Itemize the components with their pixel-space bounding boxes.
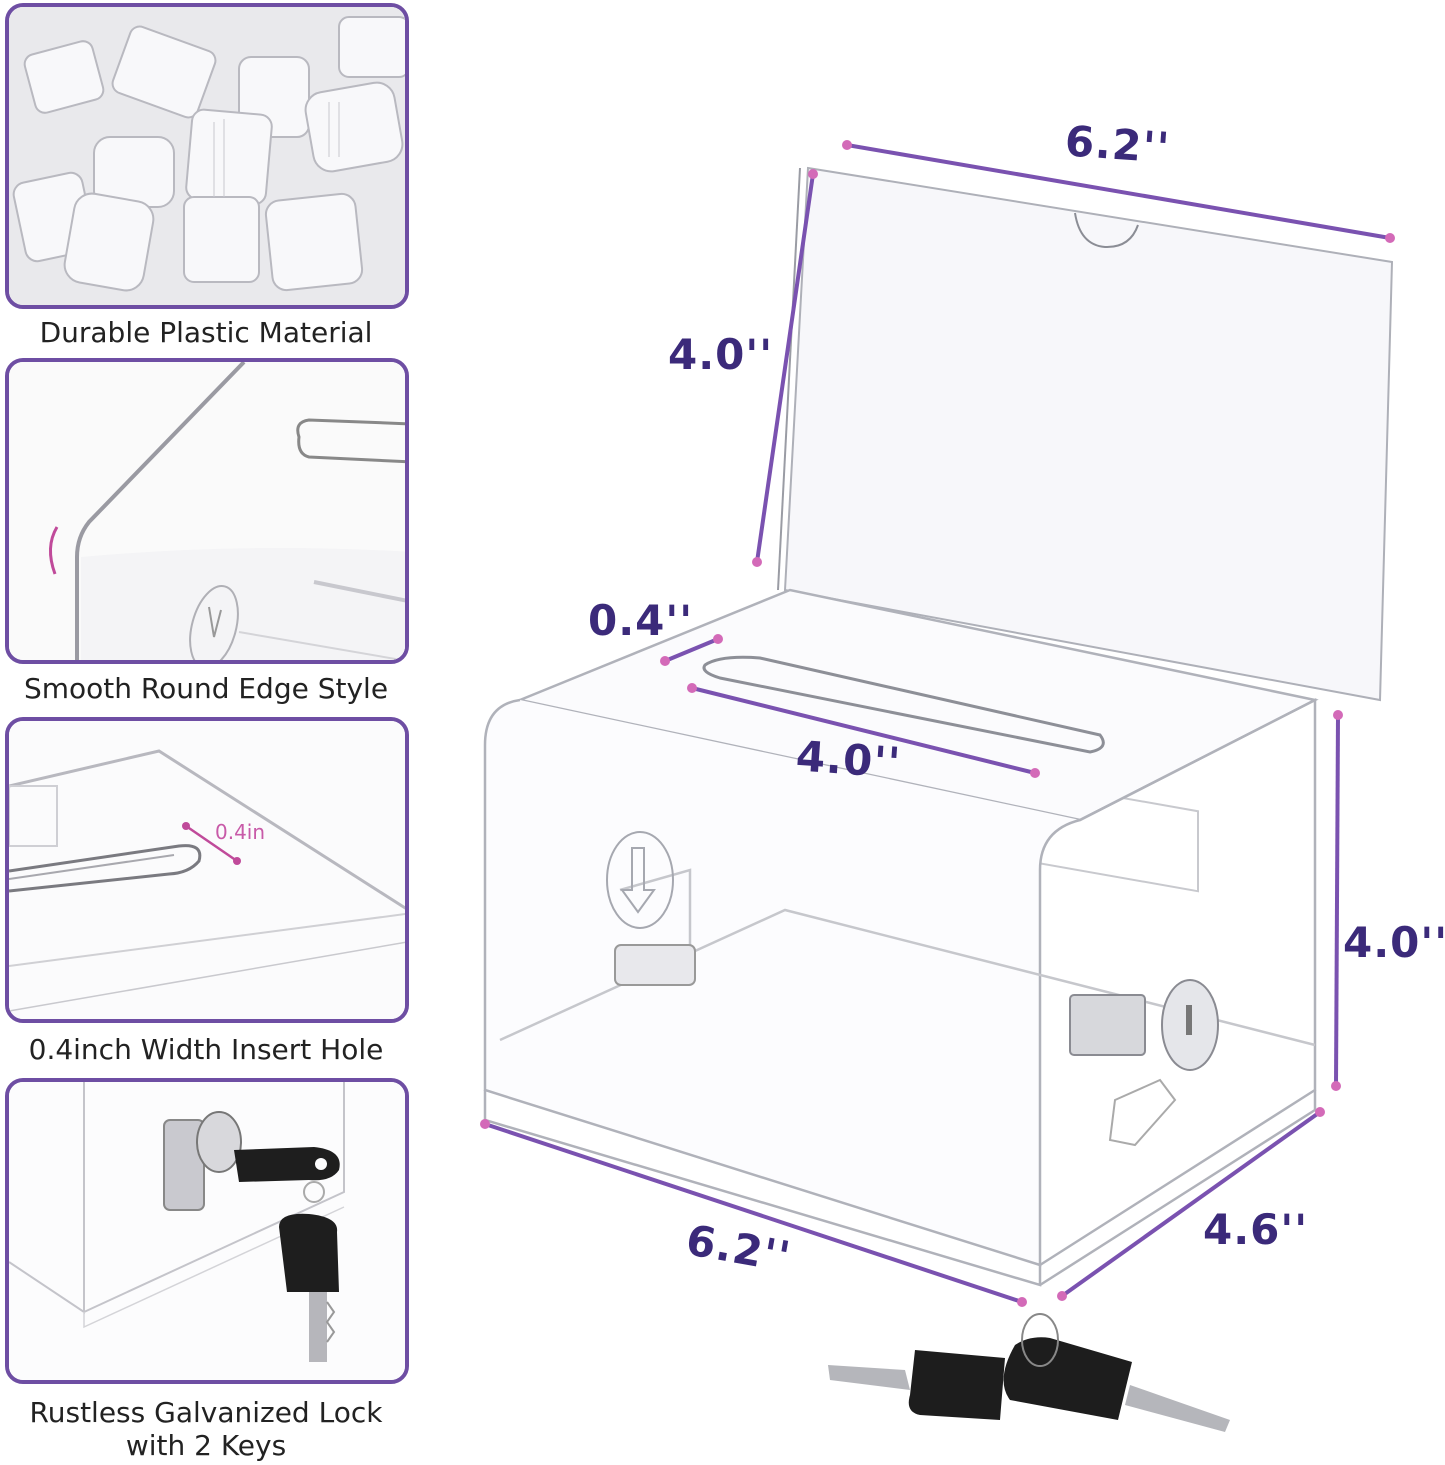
- insert-hole-annotation: 0.4in: [215, 820, 265, 844]
- feature-panel-lock: [5, 1078, 409, 1384]
- cam-lock-icon: [1069, 979, 1219, 1147]
- slot-length-label: 4.0'': [794, 731, 903, 788]
- lock-cylinder-icon: [163, 1111, 242, 1211]
- lid-width-label: 6.2'': [1063, 116, 1172, 173]
- feature-caption-lock-line1: Rustless Galvanized Lock: [29, 1396, 383, 1429]
- feature-panel-round-edge: [5, 358, 409, 664]
- feature-caption-plastic: Durable Plastic Material: [39, 316, 373, 349]
- latch-icon: [614, 944, 696, 986]
- slot-closeup-image: 0.4in: [9, 721, 405, 1019]
- two-keys-icon: [828, 1313, 1230, 1432]
- dimension-dots: [480, 140, 1395, 1307]
- slot-width-label: 0.4'': [588, 596, 694, 645]
- dimension-lines: [484, 143, 1391, 1304]
- feature-caption-lock-line2: with 2 Keys: [125, 1429, 287, 1462]
- feature-panel-insert-hole: 0.4in: [5, 717, 409, 1023]
- lock-with-keys-image: [9, 1082, 405, 1380]
- box-height-label: 4.0'': [1343, 918, 1445, 967]
- rounded-edge-image: [9, 362, 405, 660]
- box-width-label: 6.2'': [682, 1215, 795, 1282]
- box-body: [483, 588, 1319, 1287]
- plastic-pellets-image: [9, 7, 405, 305]
- feature-caption-insert-hole: 0.4inch Width Insert Hole: [28, 1033, 384, 1066]
- box-depth-label: 4.6'': [1203, 1205, 1309, 1254]
- key-black-icon: [234, 1147, 340, 1362]
- insert-arrow-icon: [606, 831, 674, 929]
- feature-caption-round-edge: Smooth Round Edge Style: [23, 672, 389, 705]
- lid-height-label: 4.0'': [668, 330, 774, 379]
- feature-panel-plastic: [5, 3, 409, 309]
